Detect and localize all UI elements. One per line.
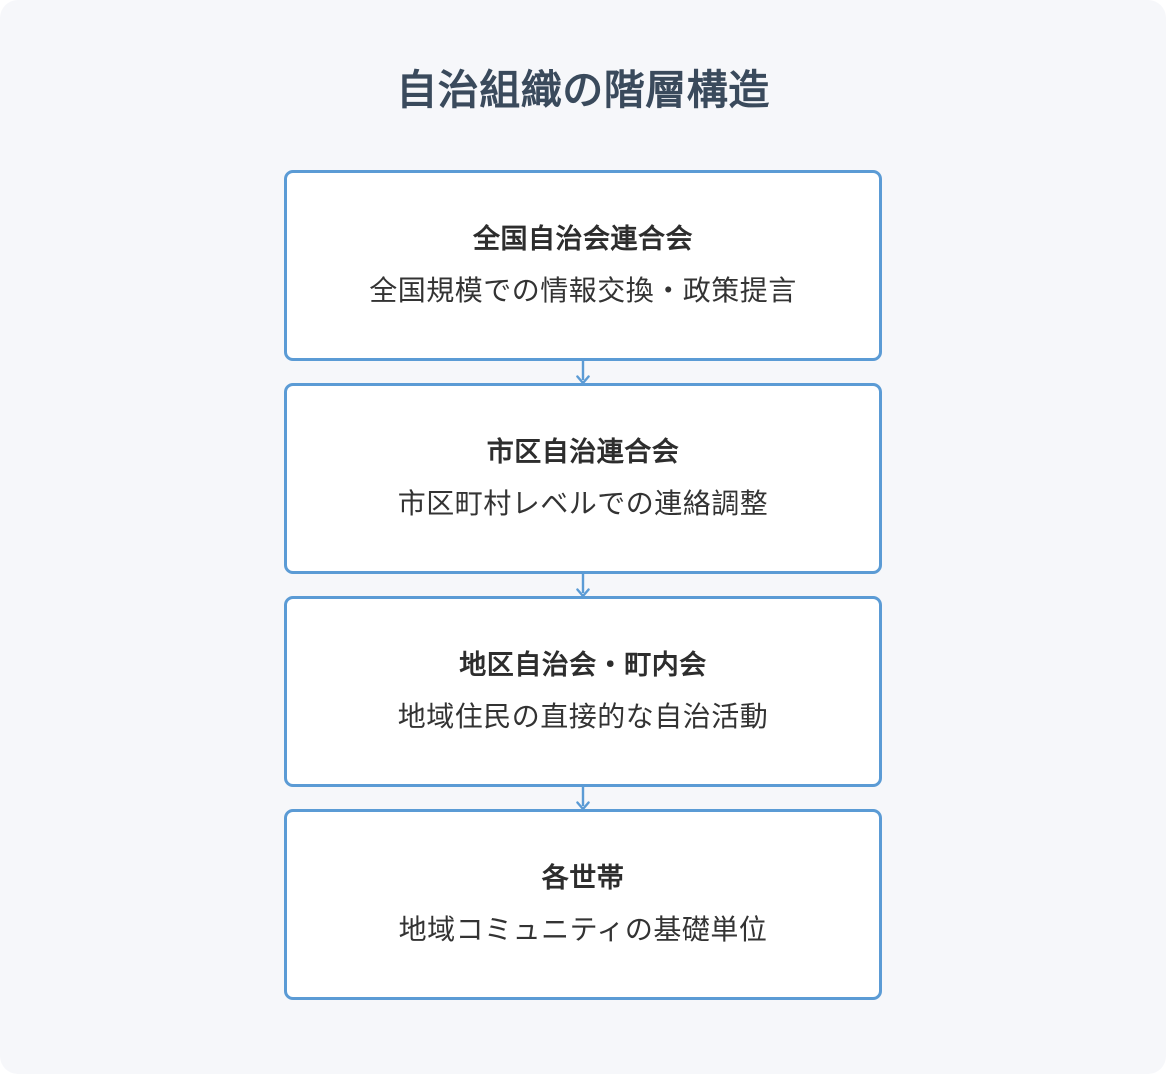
connector-arrow-2 bbox=[284, 571, 882, 598]
node-title: 地区自治会・町内会 bbox=[459, 650, 707, 681]
hierarchy-flow: 全国自治会連合会 全国規模での情報交換・政策提言 市区自治連合会 市区町村レベル… bbox=[284, 170, 882, 1000]
connector-arrow-3 bbox=[284, 784, 882, 811]
node-level-1[interactable]: 全国自治会連合会 全国規模での情報交換・政策提言 bbox=[284, 170, 882, 361]
node-description: 地域住民の直接的な自治活動 bbox=[397, 700, 769, 732]
node-level-2[interactable]: 市区自治連合会 市区町村レベルでの連絡調整 bbox=[284, 383, 882, 574]
node-level-3[interactable]: 地区自治会・町内会 地域住民の直接的な自治活動 bbox=[284, 596, 882, 787]
node-title: 市区自治連合会 bbox=[486, 437, 680, 468]
node-title: 全国自治会連合会 bbox=[473, 224, 693, 255]
node-description: 地域コミュニティの基礎単位 bbox=[398, 913, 768, 945]
arrow-down-icon bbox=[576, 358, 590, 385]
page-title: 自治組織の階層構造 bbox=[396, 67, 770, 113]
node-description: 全国規模での情報交換・政策提言 bbox=[369, 274, 797, 306]
connector-arrow-1 bbox=[284, 358, 882, 385]
arrow-down-icon bbox=[576, 571, 590, 598]
node-description: 市区町村レベルでの連絡調整 bbox=[397, 487, 769, 519]
arrow-down-icon bbox=[576, 784, 590, 811]
node-title: 各世帯 bbox=[541, 863, 625, 894]
node-level-4[interactable]: 各世帯 地域コミュニティの基礎単位 bbox=[284, 809, 882, 1000]
